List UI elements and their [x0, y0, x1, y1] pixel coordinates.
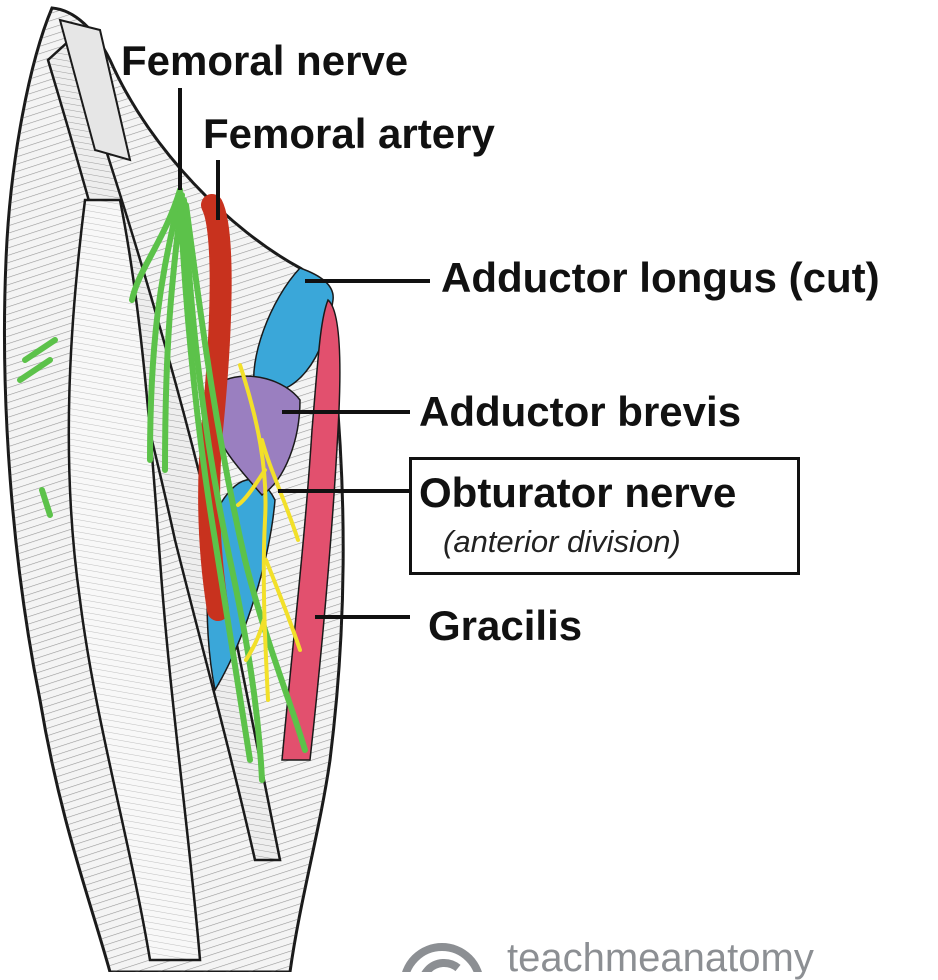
- label-femoral-artery: Femoral artery: [203, 110, 495, 157]
- obturator-nerve-branches: [236, 363, 302, 702]
- femoral-artery-vessel: [198, 194, 232, 621]
- copyright-icon: [402, 943, 482, 972]
- label-gracilis: Gracilis: [428, 602, 583, 649]
- label-adductor-brevis: Adductor brevis: [419, 388, 742, 435]
- adductor-longus-shape: [253, 267, 334, 394]
- femoral-nerve-branches: [17, 187, 308, 783]
- obturator-nerve-box: [409, 457, 800, 575]
- inguinal-ligament: [58, 18, 132, 162]
- label-obturator-division: (anterior division): [443, 524, 681, 559]
- label-femoral-nerve: Femoral nerve: [121, 37, 409, 84]
- label-adductor-longus: Adductor longus (cut): [441, 254, 880, 301]
- watermark-text: teachmeanatomy: [507, 936, 814, 980]
- rectus-femoris-hatching: [68, 200, 200, 960]
- label-obturator-nerve: Obturator nerve: [419, 469, 737, 516]
- leader-lines: [178, 88, 430, 619]
